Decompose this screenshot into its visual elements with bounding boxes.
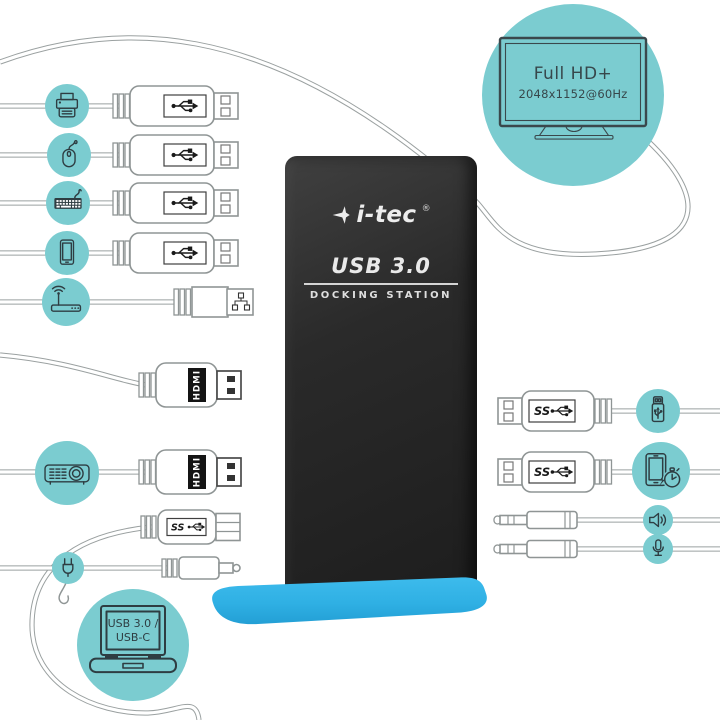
speaker-badge — [643, 505, 673, 535]
dc-power-connector — [161, 556, 241, 580]
logo-star-icon — [333, 206, 351, 224]
docking-station-tower: i-tec ® USB 3.0 DOCKING STATION — [285, 156, 477, 604]
ss-label-right1: SS — [534, 404, 550, 418]
usb-flash-drive-icon — [651, 396, 665, 423]
hdmi-connector-1: HDMI — [138, 362, 242, 408]
resolution-title: Full HD+ — [533, 63, 613, 84]
router-icon — [50, 285, 82, 312]
router-badge — [42, 278, 90, 326]
projector-icon — [44, 464, 90, 485]
phone-fast-charge-icon — [645, 453, 682, 489]
network-glyph — [231, 292, 251, 311]
microphone-badge — [643, 534, 673, 564]
laptop-connection-line1: USB 3.0 / — [107, 616, 159, 630]
hdmi-label-2: HDMI — [193, 457, 203, 488]
product-labels: USB 3.0 DOCKING STATION — [285, 254, 477, 301]
ss-label-right2: SS — [534, 465, 550, 479]
power-plug-badge — [52, 552, 84, 584]
laptop-connection-label: USB 3.0 / USB-C — [106, 613, 160, 649]
usb3-connector-phone: SS — [497, 451, 613, 493]
tablet-badge — [45, 231, 89, 275]
projector-badge — [35, 441, 99, 505]
printer-badge — [45, 84, 89, 128]
cable-monitor-loop — [468, 139, 691, 257]
cable-hdmi1 — [0, 352, 147, 388]
laptop-connection-line2: USB-C — [115, 631, 151, 644]
microphone-icon — [652, 539, 664, 557]
tablet-icon — [59, 239, 75, 265]
plug-pigtail — [58, 582, 70, 605]
keyboard-badge — [46, 181, 90, 225]
product-type-label: DOCKING STATION — [303, 283, 459, 301]
speaker-icon — [649, 512, 667, 528]
mouse-badge — [47, 133, 91, 177]
resolution-detail: 2048x1152@60Hz — [518, 86, 628, 101]
cable-top-arc — [0, 35, 435, 167]
display-badge: Full HD+ 2048x1152@60Hz — [482, 4, 664, 186]
itec-logo: i-tec ® — [285, 202, 477, 228]
brand-text: i-tec — [356, 202, 417, 228]
mouse-icon — [62, 139, 78, 168]
monitor-icon — [498, 36, 648, 140]
laptop-icon — [89, 605, 177, 674]
registered-mark: ® — [421, 204, 431, 214]
laptop-badge: USB 3.0 / USB-C — [77, 589, 189, 701]
power-plug-icon — [62, 558, 74, 578]
ethernet-connector — [173, 286, 254, 318]
usb-b-connector: SS — [140, 509, 241, 545]
phone-fast-charge-badge — [632, 442, 690, 500]
ss-label-usb-b: SS — [171, 523, 185, 534]
connectors: HDMI HDMI SS — [113, 86, 613, 580]
hdmi-label-1: HDMI — [193, 370, 203, 401]
keyboard-icon — [54, 189, 82, 209]
usb3-connector-flash: SS — [497, 390, 613, 432]
resolution-label: Full HD+ 2048x1152@60Hz — [506, 44, 640, 120]
usb-flash-drive-badge — [636, 389, 680, 433]
printer-icon — [55, 92, 79, 118]
hdmi-connector-2: HDMI — [138, 449, 242, 495]
product-line-label: USB 3.0 — [331, 254, 431, 278]
